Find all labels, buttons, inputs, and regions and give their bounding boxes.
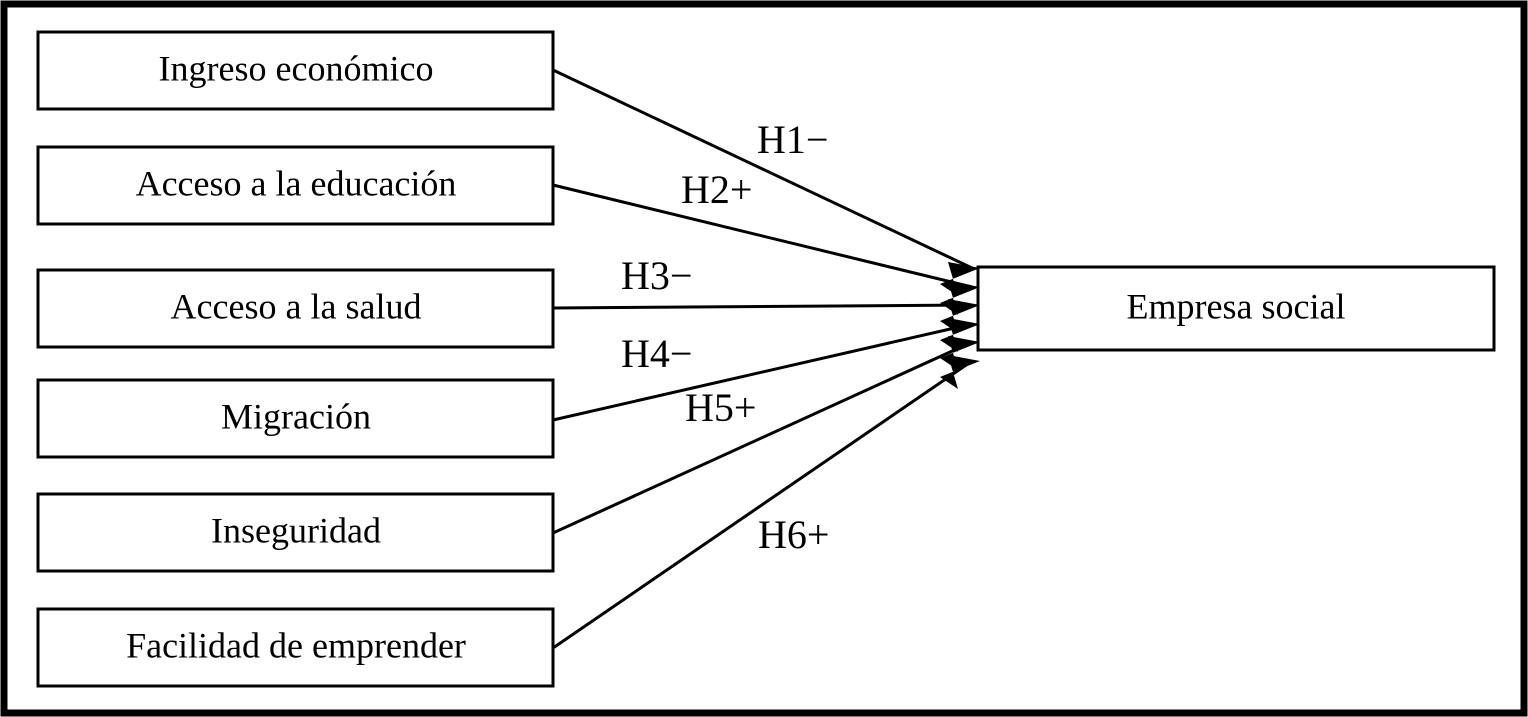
edge-label-h2: H2+ — [681, 167, 752, 212]
edge-label-h3: H3− — [621, 253, 692, 298]
antecedent-nodes: Ingreso económico Acceso a la educación … — [36, 30, 555, 688]
node-inseguridad[interactable]: Inseguridad — [36, 492, 555, 573]
node-box[interactable] — [36, 145, 555, 226]
edge-labels: H1− H2+ H3− H4− H5+ H6+ — [621, 117, 829, 557]
node-box[interactable] — [36, 492, 555, 573]
node-label: Inseguridad — [211, 510, 381, 550]
arrow-head-h2 — [940, 281, 980, 315]
node-label: Empresa social — [1127, 286, 1346, 326]
node-label: Facilidad de emprender — [126, 625, 466, 665]
node-facilidad-emprender[interactable]: Facilidad de emprender — [36, 607, 555, 688]
arrow-head-h6 — [940, 355, 980, 389]
node-box[interactable] — [36, 30, 555, 111]
edge-line-h6 — [552, 359, 973, 650]
node-acceso-salud[interactable]: Acceso a la salud — [36, 268, 555, 349]
edge-lines — [552, 68, 973, 650]
node-empresa-social[interactable]: Empresa social — [976, 265, 1496, 352]
node-box[interactable] — [976, 265, 1496, 352]
node-label: Ingreso económico — [159, 48, 434, 88]
edge-label-h1: H1− — [757, 117, 828, 162]
node-box[interactable] — [36, 607, 555, 688]
edge-label-h4: H4− — [621, 331, 692, 376]
node-box[interactable] — [36, 378, 555, 459]
node-box[interactable] — [36, 268, 555, 349]
node-ingreso-economico[interactable]: Ingreso económico — [36, 30, 555, 111]
edge-line-h4 — [552, 322, 973, 422]
arrow-head-h4 — [940, 318, 980, 352]
node-label: Acceso a la salud — [171, 286, 422, 326]
edge-label-h6: H6+ — [758, 512, 829, 557]
edge-arrowheads — [940, 262, 980, 389]
edge-line-h5 — [552, 340, 973, 535]
node-label: Migración — [221, 396, 371, 436]
node-migracion[interactable]: Migración — [36, 378, 555, 459]
edge-line-h2 — [552, 183, 973, 289]
edge-line-h1 — [552, 68, 973, 270]
edge-line-h3 — [552, 303, 973, 310]
node-acceso-educacion[interactable]: Acceso a la educación — [36, 145, 555, 226]
edge-label-h5: H5+ — [685, 385, 756, 430]
node-label: Acceso a la educación — [136, 163, 457, 203]
